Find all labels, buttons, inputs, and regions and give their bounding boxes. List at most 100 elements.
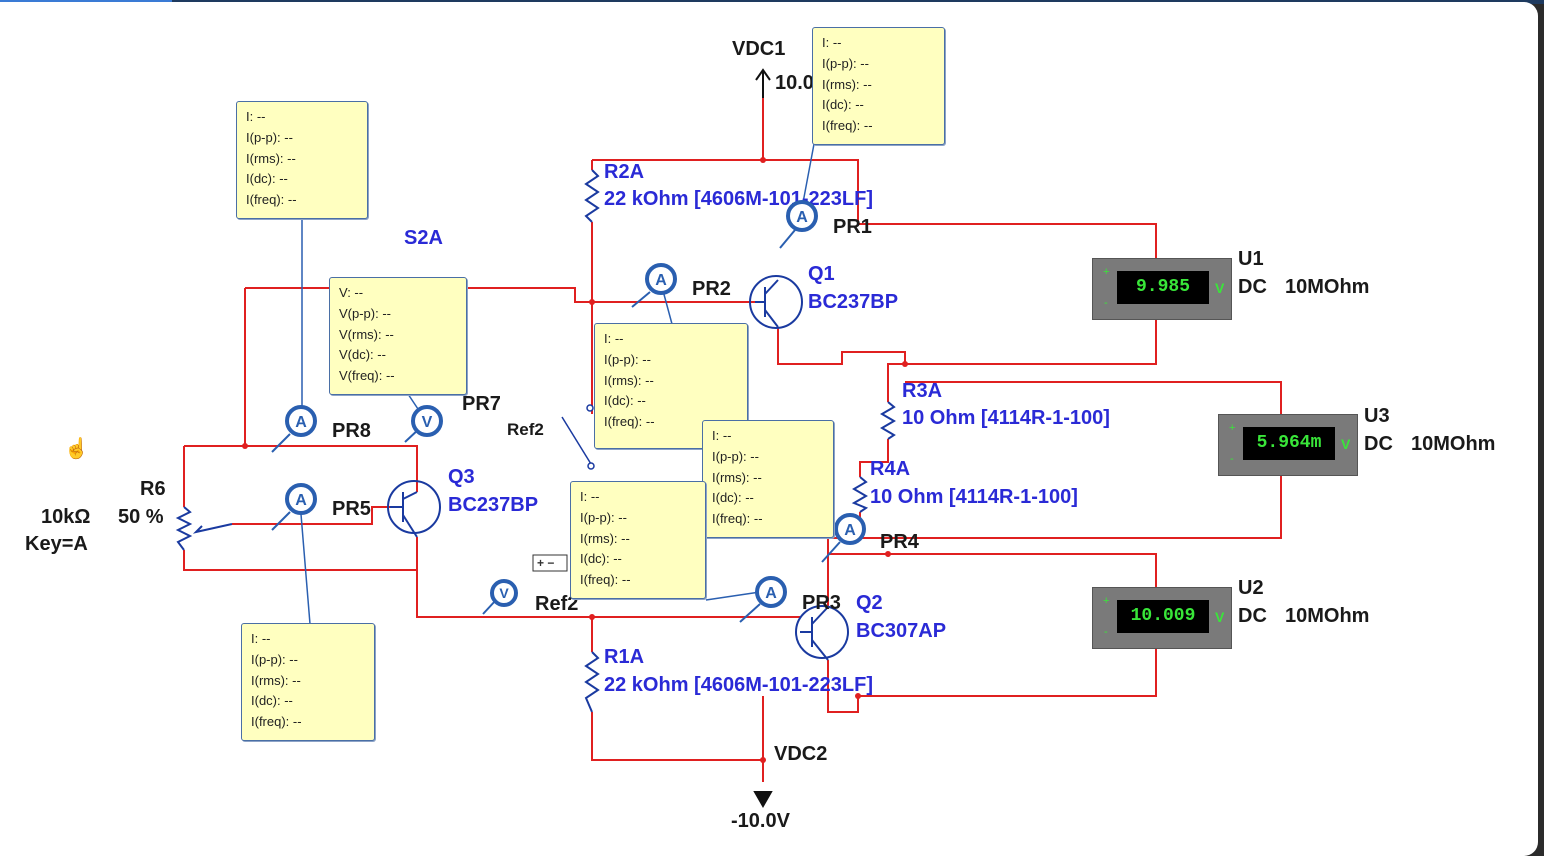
readout-line: I(p-p): --: [246, 129, 293, 145]
readout-line: I(rms): --: [712, 469, 762, 485]
ammeter-probe-icon-pr1[interactable]: A: [785, 199, 819, 233]
readout-line: I(rms): --: [604, 372, 654, 388]
vdc1-label[interactable]: VDC1: [732, 38, 786, 60]
voltmeter-probe-icon-ref[interactable]: V: [487, 576, 521, 610]
r6-key: Key=A: [25, 533, 88, 555]
readout-line: V(p-p): --: [339, 305, 391, 321]
meter-display: 9.985: [1117, 271, 1209, 304]
readout-line: I(freq): --: [712, 511, 763, 527]
switch-label[interactable]: S2A: [404, 227, 443, 249]
readout-line: I(rms): --: [251, 672, 301, 688]
dc-source-symbol[interactable]: + −: [537, 556, 555, 570]
r6-value: 10kΩ: [41, 506, 91, 528]
probe-readout-pr4[interactable]: I: -- I(p-p): -- I(rms): -- I(dc): -- I(…: [702, 420, 834, 538]
meter-unit: V: [1215, 280, 1225, 296]
u1-name: U1: [1238, 248, 1264, 270]
meter-minus-terminal[interactable]: -: [1104, 297, 1108, 309]
q3-model: BC237BP: [448, 494, 539, 516]
readout-line: I(p-p): --: [822, 55, 869, 71]
vdc2-label[interactable]: VDC2: [774, 743, 828, 765]
readout-line: I: --: [580, 489, 600, 504]
readout-line: I(dc): --: [246, 171, 288, 187]
ammeter-probe-icon-pr4[interactable]: A: [833, 512, 867, 546]
meter-display: 5.964m: [1243, 427, 1335, 460]
readout-line: I(freq): --: [822, 118, 873, 134]
svg-text:V: V: [422, 414, 433, 431]
readout-line: I: --: [251, 631, 271, 646]
r3a-value: 10 Ohm [4114R-1-100]: [902, 407, 1110, 429]
probe-readout-pr1[interactable]: I: -- I(p-p): -- I(rms): -- I(dc): -- I(…: [812, 27, 945, 145]
readout-line: V: --: [339, 285, 364, 300]
readout-line: I(p-p): --: [712, 448, 759, 464]
multimeter-u3[interactable]: + - 5.964m V: [1218, 414, 1358, 476]
ammeter-probe-icon-pr3[interactable]: A: [754, 575, 788, 609]
q3-name[interactable]: Q3: [448, 466, 475, 488]
r1a-name[interactable]: R1A: [604, 646, 645, 668]
ammeter-probe-icon-pr2[interactable]: A: [644, 262, 678, 296]
readout-line: I(dc): --: [604, 393, 646, 409]
readout-line: I: --: [712, 428, 732, 443]
r2a-value: 22 kOhm [4606M-101-223LF]: [604, 188, 874, 210]
readout-line: V(rms): --: [339, 326, 394, 342]
r1a-value: 22 kOhm [4606M-101-223LF]: [604, 674, 874, 696]
probe-readout-pr7[interactable]: V: -- V(p-p): -- V(rms): -- V(dc): -- V(…: [329, 277, 467, 395]
readout-line: V(dc): --: [339, 347, 386, 363]
meter-minus-terminal[interactable]: -: [1104, 626, 1108, 638]
readout-line: I(rms): --: [822, 76, 872, 92]
svg-text:A: A: [655, 272, 667, 289]
u2-mode: DC: [1238, 605, 1267, 627]
meter-plus-terminal[interactable]: +: [1229, 422, 1236, 434]
multimeter-u2[interactable]: + - 10.009 V: [1092, 587, 1232, 649]
readout-line: I(rms): --: [580, 530, 630, 546]
readout-line: I(dc): --: [251, 693, 293, 709]
svg-text:A: A: [295, 492, 307, 509]
probe-pr7-label: PR7: [462, 393, 501, 415]
ref-label-bottom: Ref2: [535, 593, 579, 615]
probe-readout-pr3[interactable]: I: -- I(p-p): -- I(rms): -- I(dc): -- I(…: [570, 481, 706, 599]
readout-line: I(rms): --: [246, 150, 296, 166]
readout-line: I: --: [822, 35, 842, 50]
probe-pr2-label: PR2: [692, 278, 731, 300]
probe-pr4-label: PR4: [880, 531, 919, 553]
r6-name[interactable]: R6: [140, 478, 166, 500]
q1-name[interactable]: Q1: [808, 263, 835, 285]
q2-name[interactable]: Q2: [856, 592, 883, 614]
multimeter-u1[interactable]: + - 9.985 V: [1092, 258, 1232, 320]
meter-unit: V: [1341, 436, 1351, 452]
r6-setting: 50 %: [118, 506, 164, 528]
ammeter-probe-icon-pr8[interactable]: A: [284, 404, 318, 438]
q1-model: BC237BP: [808, 291, 899, 313]
readout-line: I(p-p): --: [604, 351, 651, 367]
readout-line: I(freq): --: [251, 714, 302, 730]
u1-impedance: 10MOhm: [1285, 276, 1370, 298]
readout-line: I(freq): --: [604, 414, 655, 430]
probe-pr3-label: PR3: [802, 592, 841, 614]
svg-text:A: A: [796, 209, 808, 226]
r3a-name[interactable]: R3A: [902, 380, 943, 402]
r4a-name[interactable]: R4A: [870, 458, 911, 480]
u3-name: U3: [1364, 405, 1390, 427]
hand-cursor-icon: ☝: [64, 438, 89, 460]
meter-plus-terminal[interactable]: +: [1103, 266, 1110, 278]
meter-minus-terminal[interactable]: -: [1230, 453, 1234, 465]
u2-name: U2: [1238, 577, 1264, 599]
probe-readout-pr8[interactable]: I: -- I(p-p): -- I(rms): -- I(dc): -- I(…: [236, 101, 368, 219]
voltmeter-probe-icon-pr7[interactable]: V: [410, 404, 444, 438]
meter-plus-terminal[interactable]: +: [1103, 595, 1110, 607]
vdc1-value: 10.0: [775, 72, 814, 94]
readout-line: I(freq): --: [246, 192, 297, 208]
readout-line: I(p-p): --: [251, 651, 298, 667]
readout-line: I: --: [604, 331, 624, 346]
svg-text:A: A: [295, 414, 307, 431]
r2a-name[interactable]: R2A: [604, 161, 645, 183]
readout-line: I(freq): --: [580, 572, 631, 588]
svg-text:A: A: [765, 585, 777, 602]
probe-readout-pr5[interactable]: I: -- I(p-p): -- I(rms): -- I(dc): -- I(…: [241, 623, 375, 741]
ammeter-probe-icon-pr5[interactable]: A: [284, 482, 318, 516]
readout-line: I(dc): --: [822, 97, 864, 113]
u3-impedance: 10MOhm: [1411, 433, 1496, 455]
probe-pr8-label: PR8: [332, 420, 371, 442]
probe-pr1-label: PR1: [833, 216, 872, 238]
